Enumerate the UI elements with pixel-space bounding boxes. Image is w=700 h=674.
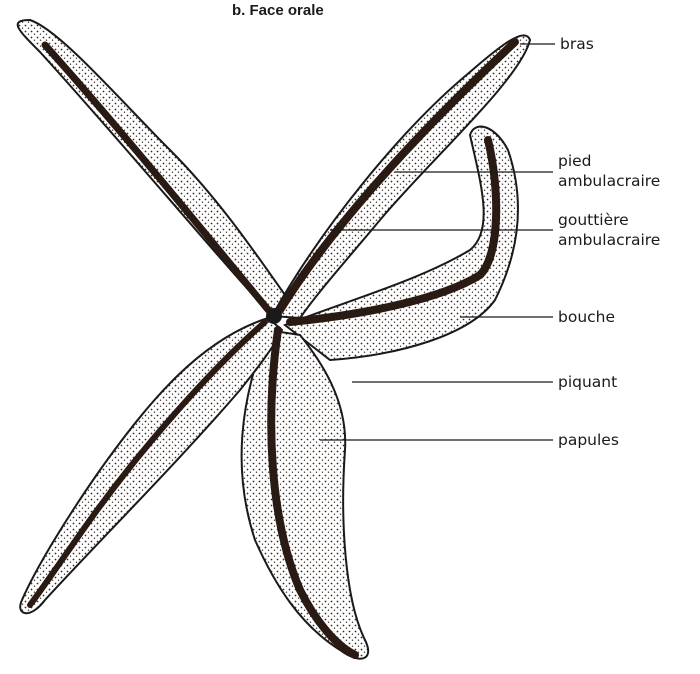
label-piquant: piquant [558,372,617,392]
label-pied-ambulacraire: pied ambulacraire [558,151,693,191]
label-bras: bras [560,34,594,54]
label-gouttiere-ambulacraire: gouttière ambulacraire [558,210,693,250]
diagram-title: b. Face orale [232,2,324,19]
label-papules: papules [558,430,619,450]
groove-top-left [45,45,270,312]
arm-bottom [242,330,369,659]
label-bouche: bouche [558,307,615,327]
mouth [266,308,282,324]
